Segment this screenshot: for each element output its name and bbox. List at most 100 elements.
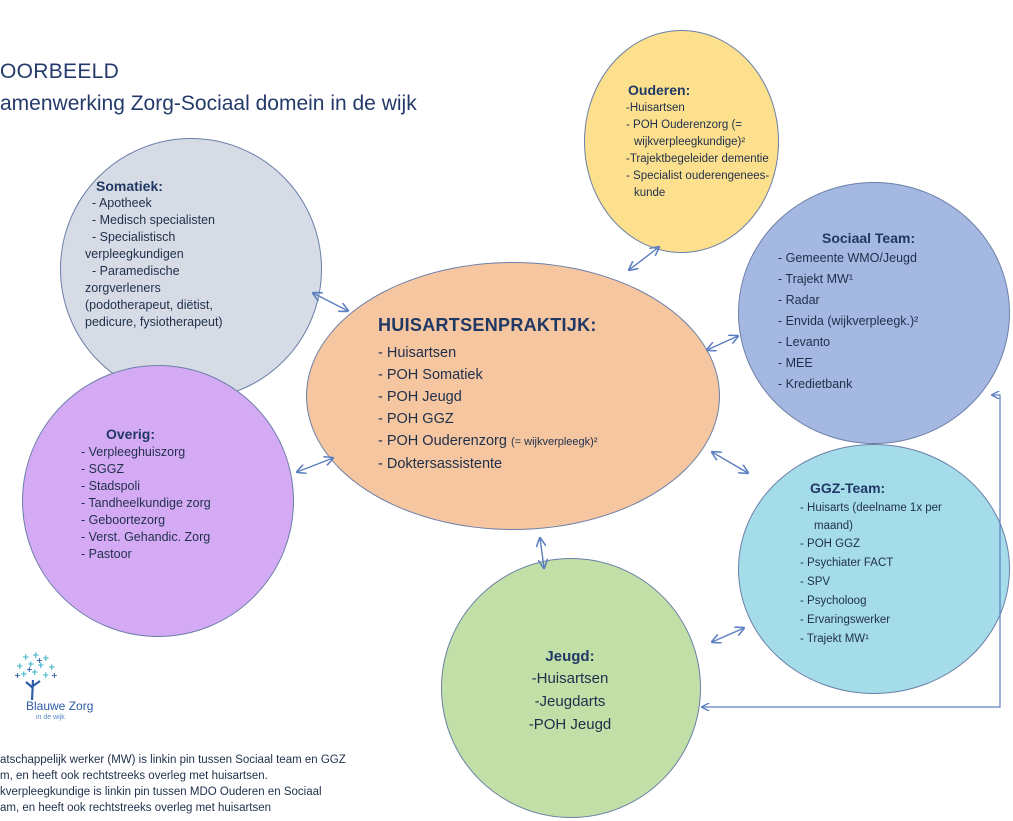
page-title: OORBEELD bbox=[0, 60, 120, 83]
list-item: - POH Jeugd bbox=[378, 389, 462, 405]
sociaal-team-title: Sociaal Team: bbox=[822, 230, 916, 246]
list-item: - Psycholoog bbox=[800, 595, 867, 607]
ouderen-circle bbox=[584, 30, 779, 253]
list-item: zorgverleners bbox=[85, 281, 161, 295]
arrow-jeugd-sociaal bbox=[702, 395, 1001, 707]
list-item: - Paramedische bbox=[92, 264, 180, 278]
list-item: - POH Ouderenzorg (= bbox=[626, 119, 743, 131]
list-item: kunde bbox=[634, 187, 666, 199]
arrow-ouderen-center bbox=[629, 247, 659, 270]
ggz-team-content: GGZ-Team: - Huisarts (deelname 1x per ma… bbox=[800, 480, 985, 649]
overig-title: Overig: bbox=[106, 426, 156, 442]
arrow-somatiek-center bbox=[313, 293, 348, 311]
list-item: - Radar bbox=[778, 293, 820, 307]
list-item: - Levanto bbox=[778, 335, 831, 349]
logo-name: Blauwe Zorg bbox=[26, 699, 94, 713]
footnotes: atschappelijk werker (MW) is linkin pin … bbox=[0, 752, 420, 816]
huisartsenpraktijk-circle bbox=[306, 262, 720, 530]
list-item: - Medisch specialisten bbox=[92, 213, 215, 227]
svg-text:+: + bbox=[48, 663, 56, 673]
list-item: - Tandheelkundige zorg bbox=[81, 496, 211, 510]
list-item: - Trajekt MW¹ bbox=[800, 633, 869, 645]
list-item: -Jeugdarts bbox=[534, 693, 606, 710]
list-item: pedicure, fysiotherapeut) bbox=[85, 315, 223, 329]
ggz-team-list: - Huisarts (deelname 1x per maand) - POH… bbox=[800, 499, 985, 649]
list-item: - Psychiater FACT bbox=[800, 557, 894, 569]
list-item: - Specialistisch bbox=[92, 230, 176, 244]
arrow-sociaal-center bbox=[707, 336, 738, 350]
list-item: -Trajektbegeleider dementie bbox=[626, 153, 769, 165]
logo-subtitle: in de wijk bbox=[36, 714, 65, 721]
somatiek-content: Somatiek: - Apotheek - Medisch specialis… bbox=[85, 178, 285, 331]
svg-text:+: + bbox=[32, 652, 40, 661]
svg-text:+: + bbox=[14, 671, 21, 680]
list-item: (podotherapeut, diëtist, bbox=[85, 298, 213, 312]
somatiek-list: - Apotheek - Medisch specialisten - Spec… bbox=[85, 195, 285, 331]
overig-circle bbox=[22, 365, 294, 637]
svg-text:+: + bbox=[26, 665, 33, 674]
list-item: - Verpleeghuiszorg bbox=[81, 445, 186, 459]
ouderen-title: Ouderen: bbox=[628, 82, 691, 98]
ggz-team-title: GGZ-Team: bbox=[810, 480, 886, 496]
list-item: - Verst. Gehandic. Zorg bbox=[81, 530, 211, 544]
ouderen-list: -Huisartsen - POH Ouderenzorg (= wijkver… bbox=[626, 100, 776, 202]
list-item: - POH Somatiek bbox=[378, 367, 483, 383]
list-item: - Gemeente WMO/Jeugd bbox=[778, 251, 917, 265]
ouderenzorg-label: - POH Ouderenzorg bbox=[378, 433, 511, 449]
overig-list: - Verpleeghuiszorg - SGGZ - Stadspoli - … bbox=[81, 444, 261, 563]
huisartsenpraktijk-list: - Huisartsen - POH Somatiek - POH Jeugd … bbox=[378, 342, 698, 475]
jeugd-list: -Huisartsen -Jeugdarts -POH Jeugd bbox=[510, 667, 630, 736]
list-item: - Envida (wijkverpleegk.)² bbox=[778, 314, 919, 328]
list-item: -POH Jeugd bbox=[528, 716, 612, 733]
list-item: - Huisarts (deelname 1x per bbox=[800, 502, 942, 514]
svg-text:+: + bbox=[16, 662, 24, 672]
arrow-ggz-center bbox=[712, 452, 748, 473]
footnote-line: kverpleegkundige is linkin pin tussen MD… bbox=[0, 786, 322, 798]
ouderenzorg-note: (= wijkverpleegk)² bbox=[510, 436, 598, 448]
svg-text:+: + bbox=[42, 654, 50, 664]
huisartsenpraktijk-content: HUISARTSENPRAKTIJK: - Huisartsen - POH S… bbox=[378, 315, 698, 475]
tree-icon: +++ ++++ +++ ++++ bbox=[14, 652, 58, 701]
svg-text:+: + bbox=[42, 671, 50, 681]
list-item: - SGGZ bbox=[81, 462, 125, 476]
arrow-overig-center bbox=[297, 458, 333, 472]
svg-text:+: + bbox=[51, 671, 58, 680]
list-item: maand) bbox=[814, 520, 853, 532]
list-item: - Kredietbank bbox=[778, 377, 853, 391]
sociaal-team-list: - Gemeente WMO/Jeugd - Trajekt MW¹ - Rad… bbox=[778, 248, 978, 395]
footnote-line: atschappelijk werker (MW) is linkin pin … bbox=[0, 754, 346, 766]
footnote-line: m, en heeft ook rechtstreeks overleg met… bbox=[0, 770, 268, 782]
list-item: wijkverpleegkundige)² bbox=[634, 136, 746, 148]
list-item: - Trajekt MW¹ bbox=[778, 272, 853, 286]
svg-text:+: + bbox=[22, 653, 30, 663]
svg-text:+: + bbox=[31, 668, 39, 678]
somatiek-title: Somatiek: bbox=[96, 178, 163, 194]
list-item: - Huisartsen bbox=[378, 345, 457, 361]
overig-content: Overig: - Verpleeghuiszorg - SGGZ - Stad… bbox=[81, 426, 261, 563]
sociaal-team-content: Sociaal Team: - Gemeente WMO/Jeugd - Tra… bbox=[778, 230, 978, 395]
list-item: - Specialist ouderengenees- bbox=[626, 170, 770, 182]
list-item: - POH GGZ bbox=[378, 411, 454, 427]
svg-text:+: + bbox=[36, 656, 43, 665]
list-item: - Ervaringswerker bbox=[800, 614, 891, 626]
svg-text:+: + bbox=[20, 670, 28, 680]
list-item: - Doktersassistente bbox=[378, 456, 503, 472]
huisartsenpraktijk-title: HUISARTSENPRAKTIJK: bbox=[378, 315, 597, 335]
list-item: - POH GGZ bbox=[800, 538, 861, 550]
list-item: -Huisartsen bbox=[626, 102, 685, 114]
svg-text:+: + bbox=[37, 661, 45, 671]
list-item: - MEE bbox=[778, 356, 813, 370]
ouderen-content: Ouderen: -Huisartsen - POH Ouderenzorg (… bbox=[626, 82, 776, 202]
arrow-jeugd-ggz bbox=[712, 628, 744, 642]
list-item: - Geboortezorg bbox=[81, 513, 166, 527]
jeugd-circle bbox=[441, 558, 701, 818]
list-item: - SPV bbox=[800, 576, 831, 588]
jeugd-content: Jeugd: -Huisartsen -Jeugdarts -POH Jeugd bbox=[510, 648, 630, 736]
list-item: -Huisartsen bbox=[531, 670, 609, 687]
list-item-ouderenzorg: - POH Ouderenzorg (= wijkverpleegk)² bbox=[378, 430, 698, 453]
list-item: - Apotheek bbox=[92, 196, 152, 210]
blauwe-zorg-logo: +++ ++++ +++ ++++ Blauwe Zorg in de wijk bbox=[2, 652, 112, 722]
list-item: - Pastoor bbox=[81, 547, 132, 561]
jeugd-title: Jeugd: bbox=[545, 648, 595, 665]
